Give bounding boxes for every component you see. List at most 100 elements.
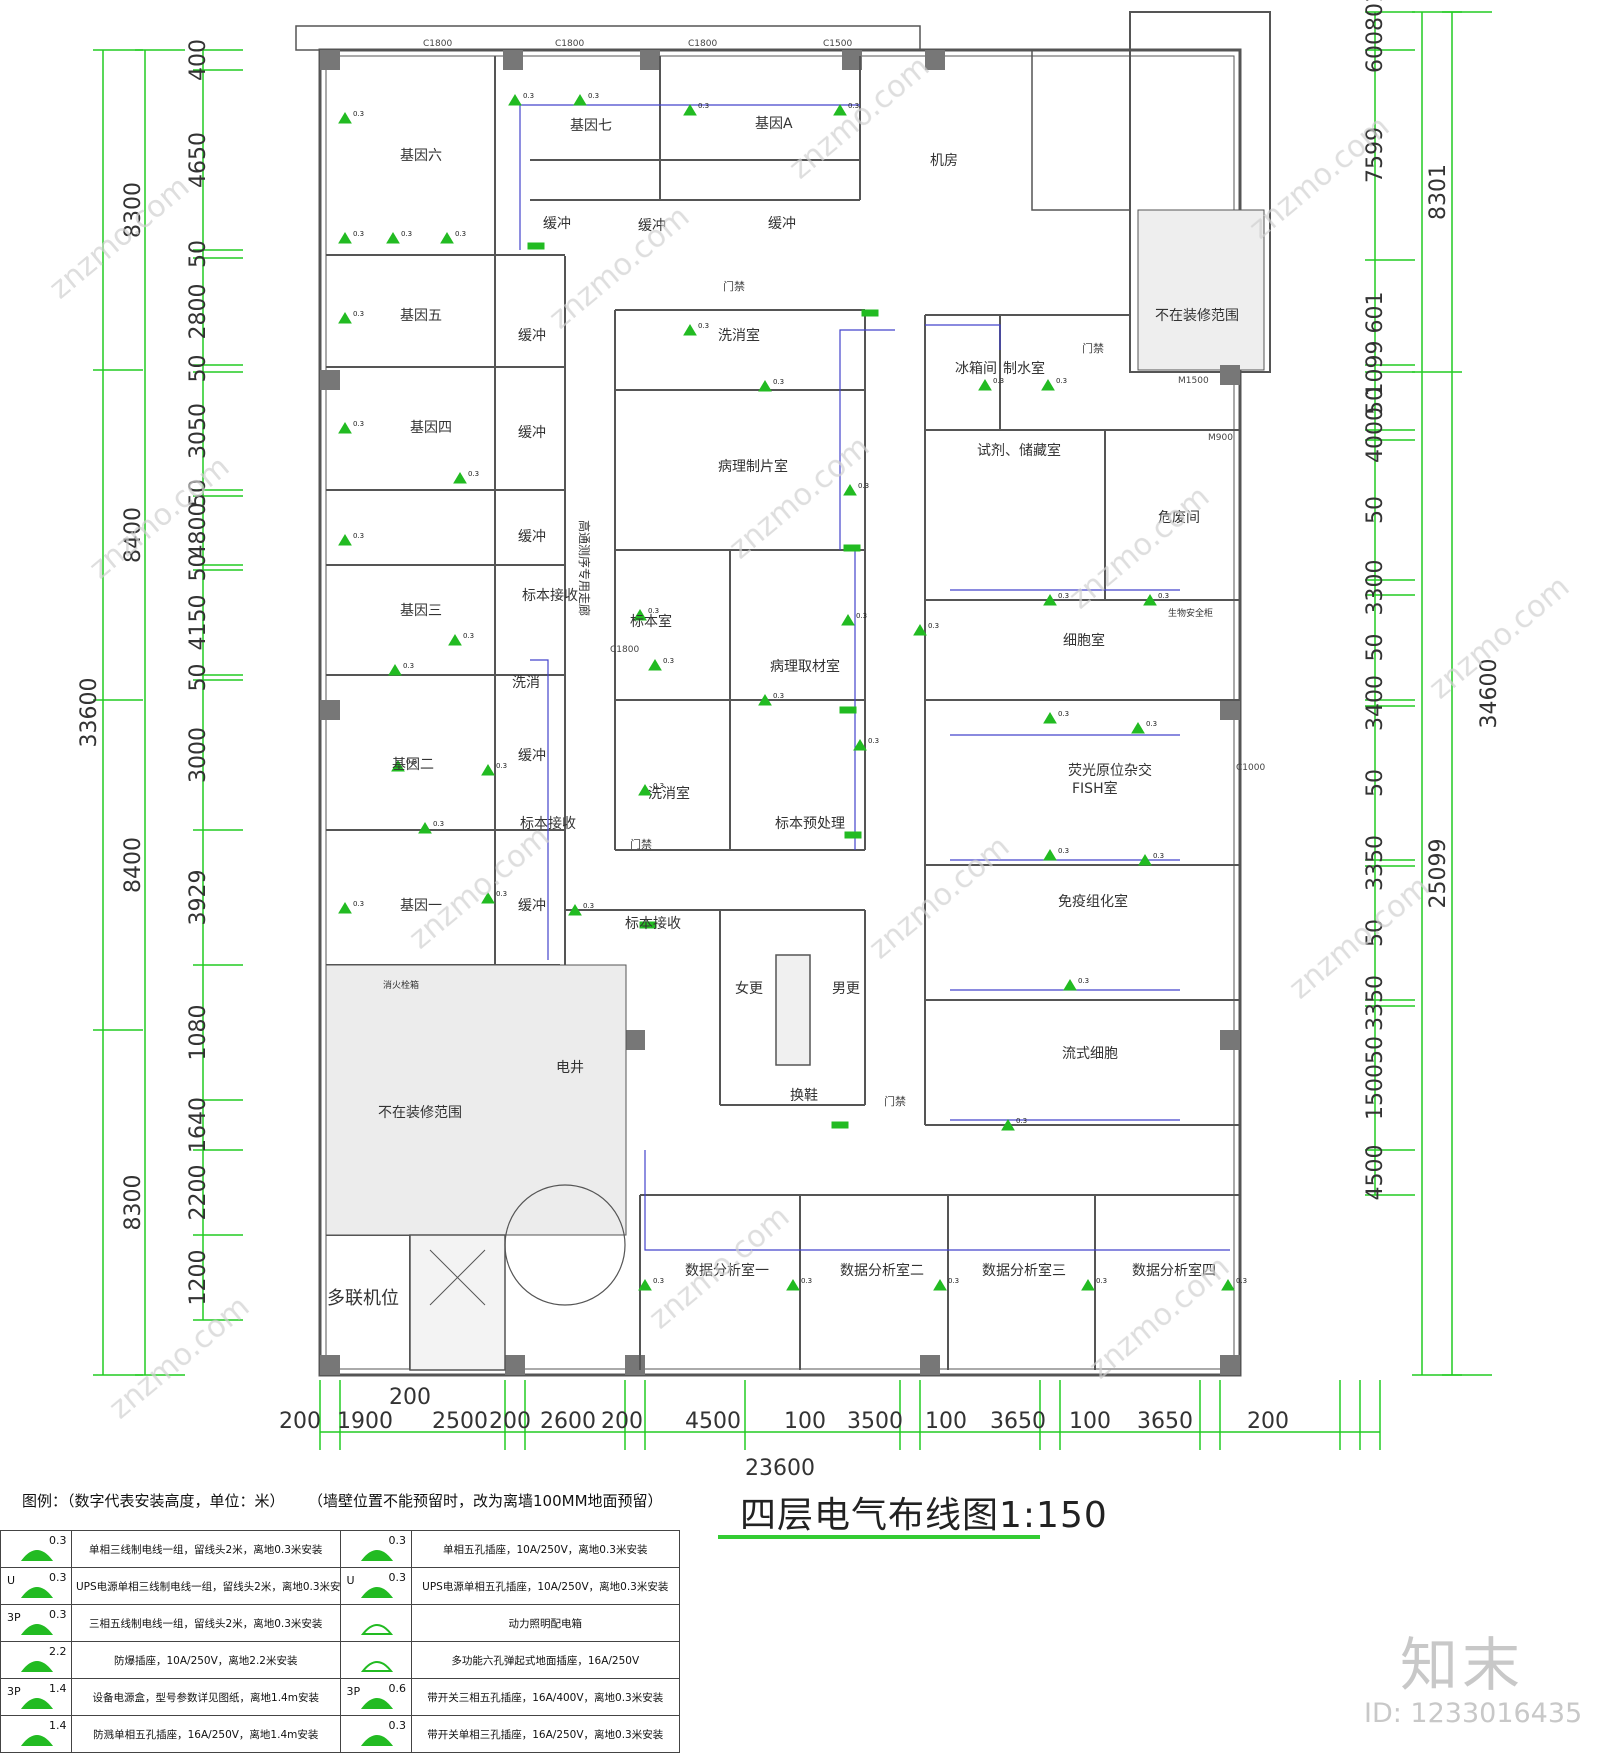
left-inner-dim-label: 50: [186, 664, 211, 692]
bottom-dim-label: 2600: [540, 1409, 596, 1434]
distribution-box-icon: [844, 831, 862, 839]
room-label-immuno: 免疫组化室: [1058, 893, 1128, 910]
legend-symbol-prefix: 3P: [7, 1611, 21, 1624]
distribution-box-icon: [843, 544, 861, 552]
window-tag: C1500: [823, 39, 852, 49]
legend-symbol-cell: 0.3: [339, 1530, 412, 1568]
left-outer-dim-label: 8300: [121, 1175, 146, 1231]
right-inner-dim-label: 3400: [1363, 675, 1388, 731]
elevator-shaft: [409, 1234, 506, 1371]
right-inner-dim-label: 4000: [1363, 407, 1388, 463]
outlet-height-label: 0.3: [856, 612, 867, 620]
outlet-icon: 0.3: [1138, 852, 1164, 866]
legend-outlet-icon: [360, 1624, 393, 1635]
left-inner-dim-label: 50: [186, 554, 211, 582]
building-walls: [295, 11, 1271, 1377]
legend-symbol-prefix: 3P: [7, 1685, 21, 1698]
id-watermark: ID: 1233016435: [1364, 1698, 1583, 1729]
outlet-icon: 0.3: [638, 782, 664, 796]
room-label-buffer-e: 缓冲: [518, 425, 546, 441]
bottom-total-dim-label: 23600: [745, 1456, 815, 1480]
outlet-icon: 0.3: [1041, 377, 1067, 391]
window-tag: C1800: [555, 39, 584, 49]
room-label-female: 女更: [735, 980, 763, 997]
outlet-icon: 0.3: [853, 737, 879, 751]
door-tag: 门禁: [884, 1094, 906, 1108]
outlet-icon: 0.3: [448, 632, 474, 646]
left-inner-dim-label: 2200: [186, 1165, 211, 1221]
outlet-icon: 0.3: [786, 1277, 812, 1291]
outlet-height-label: 0.3: [1146, 720, 1157, 728]
site-watermark: znzmo.com: [43, 169, 197, 306]
legend-symbol-height: 0.6: [388, 1682, 407, 1695]
outlet-icon: 0.3: [833, 102, 859, 116]
room-label-wash-b: 洗消室: [718, 327, 760, 344]
bottom-dim-label: 200: [489, 1409, 531, 1434]
room-label-cell: 细胞室: [1063, 632, 1105, 649]
outlet-height-label: 0.3: [1236, 1277, 1247, 1285]
outlet-icon: 0.3: [683, 102, 709, 116]
locker-block: [775, 954, 811, 1066]
room-label-fish-1: 荧光原位杂交: [1068, 762, 1152, 779]
window-tag: M900: [1208, 433, 1233, 443]
room-label-gene1: 基因一: [400, 897, 442, 914]
outlet-height-label: 0.3: [928, 622, 939, 630]
right-inner-dim-label: 3350: [1363, 975, 1388, 1031]
legend-symbol-cell: 1.4: [0, 1715, 72, 1753]
outlet-icon: 0.3: [391, 758, 417, 772]
legend-outlet-icon: [360, 1550, 393, 1561]
room-label-gene3: 基因三: [400, 602, 442, 619]
outlet-icon: 0.3: [481, 762, 507, 776]
legend-description: 设备电源盒，型号参数详见图纸，离地1.4m安装: [71, 1678, 341, 1716]
outlet-height-label: 0.3: [353, 110, 364, 118]
outlet-icon: 0.3: [758, 378, 784, 392]
right-inner-dim-label: 3300: [1363, 560, 1388, 616]
bottom-dim-label: 100: [1069, 1409, 1111, 1434]
legend-description: 单相五孔插座，10A/250V，离地0.3米安装: [410, 1530, 680, 1568]
right-inner-dim-label: 600801: [1363, 0, 1388, 73]
left-inner-dim-label: 4150: [186, 595, 211, 651]
outlet-height-label: 0.3: [353, 310, 364, 318]
site-watermark: znzmo.com: [863, 829, 1017, 966]
room-label-wash-c: 洗消室: [648, 785, 690, 802]
outlet-height-label: 0.3: [801, 1277, 812, 1285]
left-inner-dim-label: 3050: [186, 403, 211, 459]
outlet-icon: 0.3: [1081, 1277, 1107, 1291]
room-label-buffer-d: 缓冲: [518, 328, 546, 344]
room-label-specimen-recv-a: 标本接收: [522, 587, 578, 604]
legend-outlet-icon: [20, 1698, 54, 1709]
outlet-icon: 0.3: [338, 110, 364, 124]
outlet-icon: 0.3: [978, 377, 1004, 391]
left-inner-dim-label: 400: [186, 39, 211, 81]
room-label-excluded-b: 不在装修范围: [1155, 307, 1239, 324]
outlet-height-label: 0.3: [353, 420, 364, 428]
outlet-height-label: 0.3: [653, 782, 664, 790]
legend-description: 三相五线制电线一组，留线头2米，离地0.3米安装: [71, 1604, 341, 1642]
outlet-icon: 0.3: [338, 900, 364, 914]
window-tag: C1800: [688, 39, 717, 49]
distribution-box-icon: [839, 706, 857, 714]
right-inner-dim-label: 3350: [1363, 835, 1388, 891]
drawing-title: 四层电气布线图1:150: [740, 1495, 1108, 1536]
legend-symbol-height: 0.3: [49, 1534, 67, 1547]
legend-symbol-height: 0.3: [388, 1534, 407, 1547]
room-label-corridor: 高通测序专用走廊: [577, 520, 592, 616]
legend-description: 防爆插座，10A/250V，离地2.2米安装: [71, 1641, 341, 1679]
outlet-icon: 0.3: [843, 482, 869, 496]
legend-outlet-icon: [360, 1698, 393, 1709]
outlet-icon: 0.3: [388, 662, 414, 676]
outlet-icon: 0.3: [481, 890, 507, 904]
room-label-fish-2: FISH室: [1072, 780, 1118, 797]
room-label-water: 制水室: [1003, 360, 1045, 377]
outlet-icon: 0.3: [440, 230, 466, 244]
outlet-icon: 0.3: [573, 92, 599, 106]
legend-description: 防溅单相五孔插座，16A/250V，离地1.4m安装: [71, 1715, 341, 1753]
legend-outlet-icon: [20, 1735, 54, 1746]
left-inner-dim-label: 1200: [186, 1250, 211, 1306]
bottom-dim-label: 100: [784, 1409, 826, 1434]
